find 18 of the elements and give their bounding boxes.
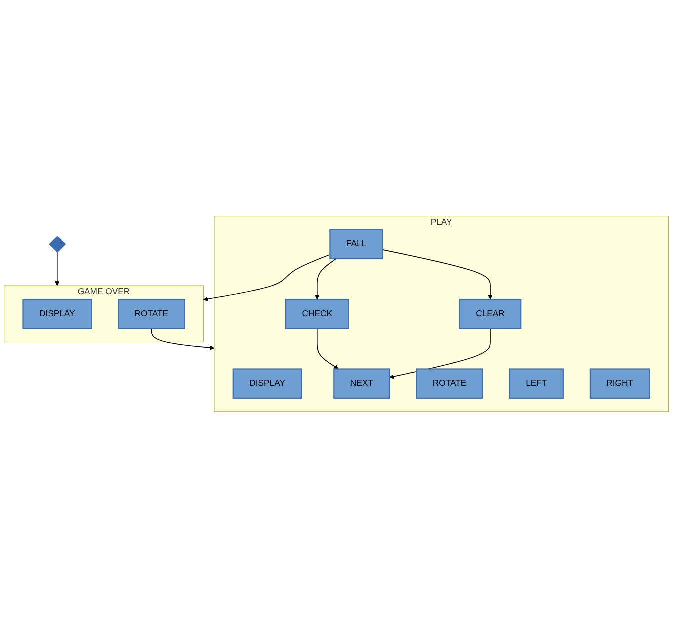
arrow xyxy=(317,328,339,370)
node-box: DISPLAY xyxy=(232,369,302,400)
node-box: LEFT xyxy=(509,369,564,400)
node-box: ROTATE xyxy=(118,299,186,330)
arrow xyxy=(382,250,493,300)
node-diamond xyxy=(49,236,66,254)
arrow xyxy=(203,254,331,302)
node-box: FALL xyxy=(330,230,384,260)
arrow xyxy=(389,328,491,380)
node-box: NEXT xyxy=(334,369,390,400)
arrow xyxy=(151,328,215,351)
node-box: ROTATE xyxy=(416,369,484,400)
node-box: CLEAR xyxy=(459,299,522,330)
node-box: DISPLAY xyxy=(22,299,92,330)
node-box: CHECK xyxy=(286,299,350,330)
arrow xyxy=(55,252,60,287)
node-box: RIGHT xyxy=(590,369,650,400)
arrow xyxy=(315,258,337,300)
